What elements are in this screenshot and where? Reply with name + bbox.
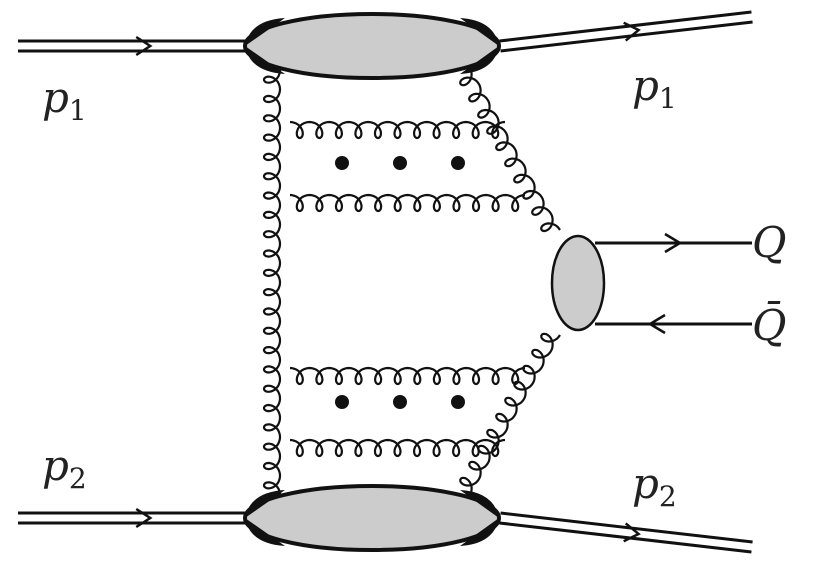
quark-line-arrow <box>664 232 683 254</box>
proton-p2-out-rail-2 <box>500 511 753 544</box>
proton-p2-out-rail-1 <box>499 521 752 554</box>
proton-p1-out-rail-2 <box>499 10 752 43</box>
gluon-rung-lower-1 <box>289 366 526 386</box>
gluon-lower-diagonal <box>459 332 561 496</box>
label-p2-right: p2 <box>632 459 677 513</box>
gluon-left-vertical <box>262 69 282 496</box>
label-p2-left: p2 <box>42 441 87 495</box>
label-quark: Q <box>752 218 786 267</box>
ellipsis-dots <box>335 156 465 409</box>
gluon-lines <box>262 67 561 496</box>
ellipsis-dot-6 <box>451 395 465 409</box>
label-p1-left: p1 <box>42 73 87 127</box>
ellipsis-dot-5 <box>393 395 407 409</box>
lower-blob-left-cap <box>245 490 285 546</box>
upper-blob <box>243 12 501 80</box>
label-p1-right: p1 <box>632 61 677 115</box>
lower-blob-right-cap <box>460 490 499 546</box>
antiquark-line-arrow <box>647 313 666 335</box>
label-antiquark: Q̄ <box>752 299 786 350</box>
proton-p2-in-arrow <box>135 507 153 529</box>
proton-p1-out-rail-1 <box>500 20 753 53</box>
ellipsis-dot-3 <box>451 156 465 170</box>
upper-blob-right-cap <box>460 18 499 74</box>
ellipsis-dot-1 <box>335 156 349 170</box>
blobs <box>243 12 606 552</box>
gluon-rung-upper-1 <box>289 120 506 140</box>
gluon-rung-upper-2 <box>289 193 526 213</box>
heavy-quark-blob <box>550 234 606 332</box>
gluon-upper-diagonal <box>459 67 561 233</box>
particle-lines <box>18 10 753 554</box>
lower-blob <box>243 484 501 552</box>
proton-p2-out-arrow <box>623 522 641 543</box>
proton-p1-out-arrow <box>623 21 641 42</box>
gluon-rung-lower-2 <box>289 438 506 458</box>
upper-blob-left-cap <box>245 18 285 74</box>
ellipsis-dot-4 <box>335 395 349 409</box>
proton-p1-in-arrow <box>135 35 153 57</box>
ellipsis-dot-2 <box>393 156 407 170</box>
